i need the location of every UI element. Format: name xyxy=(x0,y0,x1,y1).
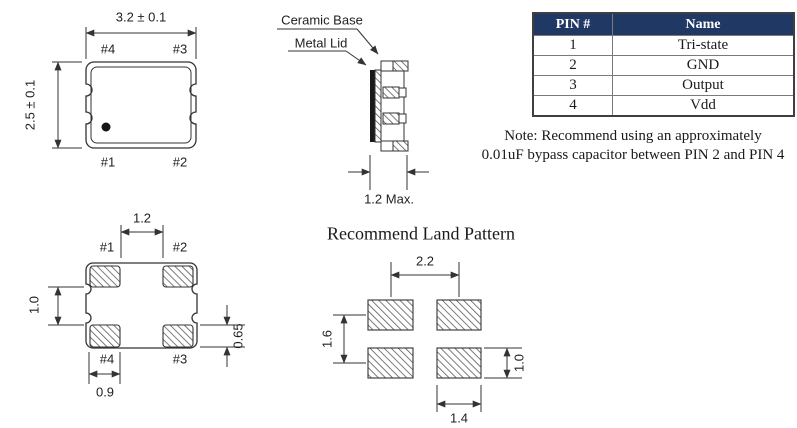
metal-lid-shape xyxy=(370,70,375,142)
note-line-2: 0.01uF bypass capacitor between PIN 2 an… xyxy=(481,147,785,163)
land-pad-bottom-right xyxy=(436,347,482,379)
dim-label-pad-height: 0.65 xyxy=(230,323,246,349)
top-view-drawing xyxy=(52,27,197,149)
land-pad-bottom-left xyxy=(367,347,414,379)
pin-number-cell: 4 xyxy=(532,95,613,117)
land-pattern-drawing xyxy=(333,262,522,412)
pad-4 xyxy=(89,324,121,348)
pad-3 xyxy=(162,324,194,348)
land-pattern-title: Recommend Land Pattern xyxy=(327,223,515,244)
pin-name-cell: GND xyxy=(612,55,795,76)
pin-table-header-pin: PIN # xyxy=(532,12,613,36)
table-row: 1 Tri-state xyxy=(532,35,795,56)
pin-number-cell: 1 xyxy=(532,35,613,56)
pin-table-header-row: PIN # Name xyxy=(532,12,795,36)
dim-label-lp-pad-width: 1.4 xyxy=(449,410,469,426)
pin-table-header-name: Name xyxy=(612,12,795,36)
dim-label-thickness: 1.2 Max. xyxy=(364,191,414,207)
top-view-pin-label-1: #1 xyxy=(100,154,116,170)
dim-label-body-width: 3.2 ± 0.1 xyxy=(115,9,167,25)
dim-label-lp-pad-height: 1.0 xyxy=(511,353,527,373)
bypass-capacitor-note: Note: Recommend using an approximately 0… xyxy=(468,127,797,165)
pin-number-cell: 3 xyxy=(532,75,613,96)
metal-lid-label: Metal Lid xyxy=(294,35,348,51)
pad-1 xyxy=(89,265,121,288)
dim-label-pad-span: 1.2 xyxy=(132,210,152,226)
bottom-view-pin-label-1: #1 xyxy=(99,239,115,255)
land-pad-top-left xyxy=(367,299,414,331)
table-row: 4 Vdd xyxy=(532,95,795,117)
note-line-1: Note: Recommend using an approximately xyxy=(504,128,762,144)
pin-name-cell: Vdd xyxy=(612,95,795,117)
pin-name-cell: Tri-state xyxy=(612,35,795,56)
bottom-view-pin-label-4: #4 xyxy=(99,351,115,367)
dim-label-vertical-gap: 1.0 xyxy=(26,295,42,315)
pin1-marker-dot xyxy=(101,122,111,132)
pin-number-cell: 2 xyxy=(532,55,613,76)
dim-label-pad-width: 0.9 xyxy=(95,384,115,400)
ceramic-base-label: Ceramic Base xyxy=(281,12,363,28)
bottom-view-pin-label-2: #2 xyxy=(172,239,188,255)
side-view-drawing xyxy=(277,28,429,190)
ceramic-base-shape xyxy=(380,70,405,142)
pad-2 xyxy=(162,265,194,288)
top-view-pin-label-4: #4 xyxy=(100,41,116,57)
top-view-pin-label-3: #3 xyxy=(172,41,188,57)
pin-name-cell: Output xyxy=(612,75,795,96)
dim-label-lp-horizontal-pitch: 2.2 xyxy=(415,253,435,269)
pin-table: PIN # Name 1 Tri-state 2 GND 3 Output 4 … xyxy=(532,12,795,117)
bottom-view-drawing xyxy=(48,225,245,384)
top-view-pin-label-2: #2 xyxy=(172,154,188,170)
land-pad-top-right xyxy=(436,299,482,331)
table-row: 2 GND xyxy=(532,55,795,76)
dim-label-lp-vertical-pitch: 1.6 xyxy=(319,329,335,349)
table-row: 3 Output xyxy=(532,75,795,96)
bottom-view-pin-label-3: #3 xyxy=(172,351,188,367)
dim-label-body-height: 2.5 ± 0.1 xyxy=(22,79,38,131)
